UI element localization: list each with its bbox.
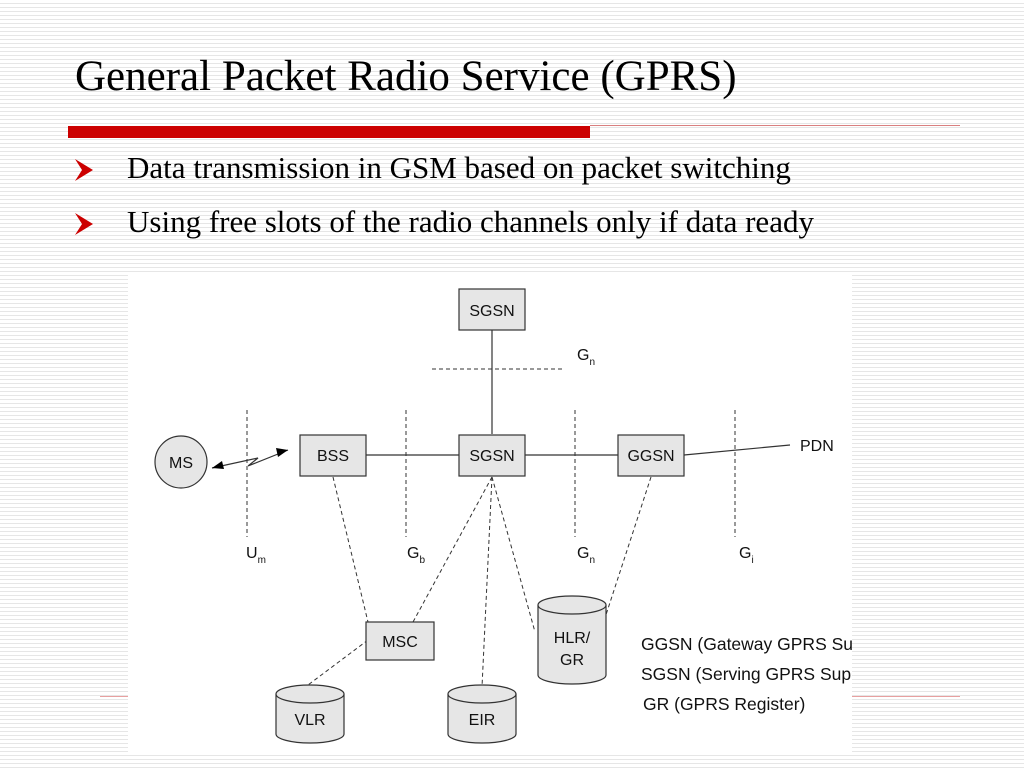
arrow-bullet-icon (75, 213, 93, 235)
legend-item: SGSN (Serving GPRS Support Node) (641, 664, 852, 684)
ggsn-hlr-link (601, 476, 652, 628)
interface-label-gn: Gn (577, 545, 595, 566)
bullet-text: Using free slots of the radio channels o… (127, 204, 814, 239)
interface-label-um: Um (246, 545, 266, 566)
bullet-text: Data transmission in GSM based on packet… (127, 150, 791, 185)
svg-text:SGSN: SGSN (469, 448, 514, 465)
legend-item: GR (GPRS Register) (643, 694, 805, 714)
svg-text:BSS: BSS (317, 448, 349, 465)
node-eir: EIR (447, 684, 517, 744)
sgsn-msc-link (412, 476, 493, 623)
arrow-bullet-icon (75, 159, 93, 181)
interface-label-gb: Gb (407, 545, 425, 566)
radio-link-icon (211, 448, 289, 469)
interface-label-gn-top: Gn (577, 347, 595, 368)
svg-text:GGSN: GGSN (627, 448, 674, 465)
svg-text:VLR: VLR (294, 712, 325, 729)
svg-text:HLR/: HLR/ (554, 630, 591, 647)
node-sgsn: SGSN (458, 434, 526, 477)
node-vlr: VLR (275, 684, 345, 744)
node-ms: MS (154, 435, 208, 489)
node-msc: MSC (365, 621, 435, 661)
node-pdn-label: PDN (800, 438, 834, 455)
legend-item: GGSN (Gateway GPRS Support Node) (641, 634, 852, 654)
svg-text:MSC: MSC (382, 634, 418, 651)
svg-text:GR: GR (560, 652, 584, 669)
node-sgsn-top: SGSN (458, 288, 526, 331)
svg-text:MS: MS (169, 455, 193, 472)
svg-text:SGSN: SGSN (469, 303, 514, 320)
diagram-legend: GGSN (Gateway GPRS Support Node) SGSN (S… (641, 634, 852, 714)
node-ggsn: GGSN (617, 434, 685, 477)
sgsn-eir-link (481, 476, 493, 688)
title-underline-thin (590, 125, 960, 126)
diagram-lines (246, 330, 791, 688)
msc-vlr-link (307, 639, 369, 686)
sgsn-hlr-link (491, 476, 536, 633)
interface-label-gi: Gi (739, 545, 754, 566)
node-bss: BSS (299, 434, 367, 477)
gprs-architecture-diagram: SGSN MS BSS SGSN GGSN PDN MSC HLR/ GR (128, 275, 852, 753)
diagram-canvas: SGSN MS BSS SGSN GGSN PDN MSC HLR/ GR (154, 288, 852, 744)
svg-text:EIR: EIR (469, 712, 496, 729)
node-hlr-gr: HLR/ GR (537, 595, 607, 685)
slide-title: General Packet Radio Service (GPRS) (75, 53, 737, 100)
bss-msc-link (332, 476, 369, 623)
title-underline-red (68, 126, 590, 138)
ggsn-pdn-link (683, 444, 791, 456)
